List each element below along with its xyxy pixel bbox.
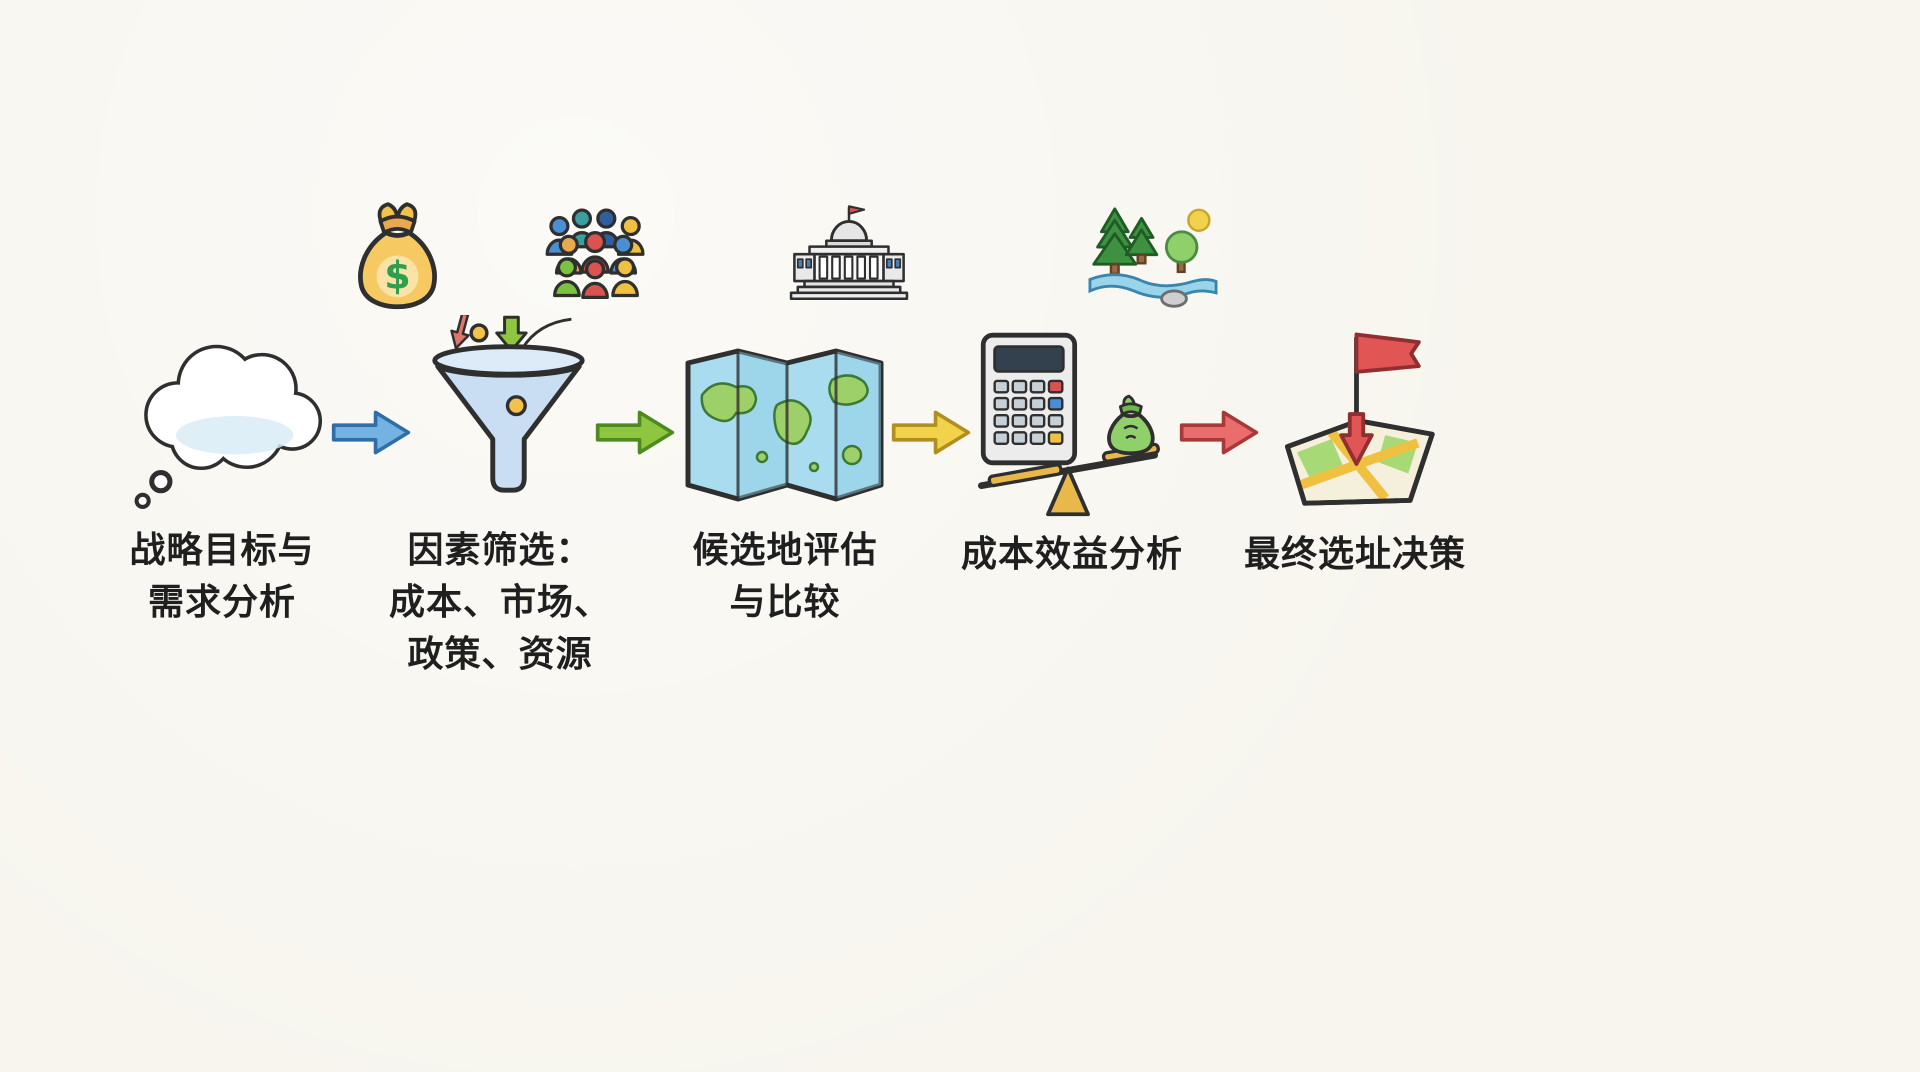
nature-landscape-icon [1086, 205, 1220, 312]
step-label-strategy: 战略目标与 需求分析 [129, 529, 315, 622]
thought-cloud-icon [115, 322, 333, 514]
arrow-strategy-to-screening-icon [330, 407, 412, 458]
fulcrum [1046, 466, 1090, 517]
step-label-evaluation: 候选地评估 与比较 [692, 529, 878, 622]
arrow-screening-to-evaluation-icon [594, 407, 676, 458]
funnel-icon [422, 315, 594, 517]
step-label-decision: 最终选址决策 [1243, 533, 1466, 574]
pine-trees-icon [1092, 207, 1159, 266]
people-group-icon [535, 205, 657, 311]
location-pin-arrow-icon [1339, 412, 1374, 466]
arrow-costbenefit-to-decision-icon [1178, 407, 1260, 458]
sun-icon [1187, 208, 1211, 232]
world-map-icon [682, 335, 887, 515]
government-building-icon [786, 202, 912, 303]
red-drop-arrow-icon [450, 315, 470, 350]
calculator-icon [980, 332, 1078, 466]
left-pan [987, 463, 1063, 488]
money-bag-icon: $ [350, 200, 445, 310]
step-label-screening: 因素筛选： 成本、市场、 政策、资源 [388, 529, 611, 674]
green-money-bag-icon [1107, 394, 1155, 456]
arrow-evaluation-to-costbenefit-icon [890, 407, 972, 458]
red-flag-icon [1354, 332, 1421, 374]
green-drop-arrow-icon [495, 315, 528, 353]
balance-scale-icon [968, 318, 1168, 520]
swoosh-line [520, 317, 572, 350]
river-icon [1088, 273, 1218, 299]
ball-in-funnel [505, 395, 527, 417]
round-tree-icon [1164, 230, 1199, 264]
falling-ball [469, 323, 489, 343]
flag-map-icon [1272, 322, 1440, 509]
step-label-cost-benefit: 成本效益分析 [960, 533, 1183, 574]
rock-icon [1160, 289, 1188, 308]
dollar-sign: $ [384, 254, 410, 298]
